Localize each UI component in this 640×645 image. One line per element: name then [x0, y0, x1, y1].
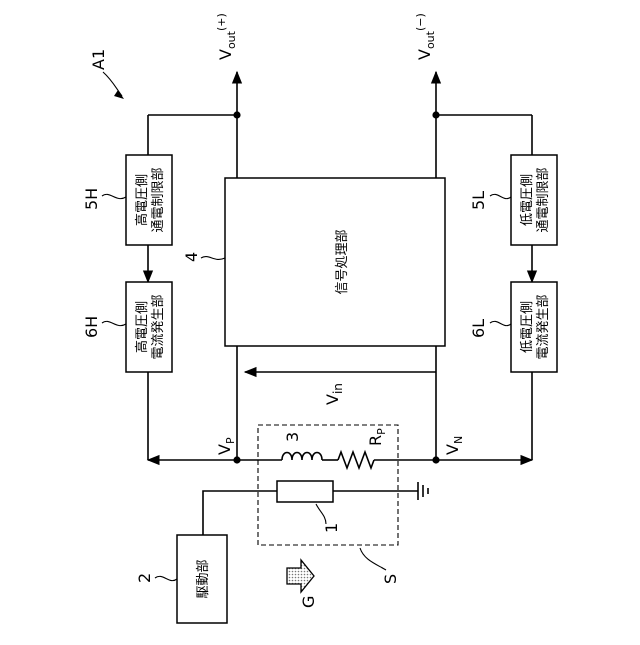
- vn-label: VN: [443, 436, 465, 455]
- low-limit-text-2: 通電制限部: [536, 167, 551, 232]
- vp-label: VP: [215, 437, 237, 455]
- leader-6h: [102, 321, 126, 325]
- s-label: S: [381, 574, 400, 584]
- vout-minus-label: Vout(−): [414, 13, 437, 60]
- leader-5l: [490, 194, 511, 198]
- junction-dot-vp: [233, 456, 240, 463]
- ref-5h-label: 5H: [82, 188, 101, 210]
- driver-text: 駆動部: [196, 559, 211, 598]
- low-current-text-2: 電流発生部: [536, 294, 551, 359]
- signal-processing-text: 信号処理部: [335, 229, 350, 294]
- low-limit-text-1: 低電圧側: [520, 174, 535, 226]
- ref-4-label: 4: [182, 252, 201, 262]
- sensing-element-box: [277, 481, 333, 502]
- high-current-text-2: 電流発生部: [151, 294, 166, 359]
- rp-label: RP: [366, 428, 388, 446]
- low-current-text-1: 低電圧側: [520, 301, 535, 353]
- junction-dot-vout-plus: [233, 111, 240, 118]
- high-current-text-1: 高電圧側: [134, 301, 150, 353]
- a1-label: A1: [89, 49, 108, 70]
- vout-plus-label: Vout(+): [215, 13, 238, 60]
- leader-2: [155, 576, 177, 580]
- junction-dot-vn: [432, 456, 439, 463]
- g-label: G: [299, 596, 318, 608]
- leader-s: [360, 548, 386, 570]
- vin-label: Vin: [323, 383, 345, 405]
- leader-1: [316, 504, 326, 524]
- ref-2-label: 2: [135, 573, 154, 583]
- wire-driver-to-element: [203, 491, 277, 535]
- coil-symbol: [282, 453, 322, 461]
- leader-6l: [490, 321, 511, 325]
- leader-5h: [102, 194, 126, 198]
- ref-5l-label: 5L: [469, 191, 488, 210]
- leader-4: [201, 257, 225, 260]
- ref-6l-label: 6L: [469, 319, 488, 338]
- coil-ref-label: 3: [283, 432, 302, 442]
- junction-dot-vout-minus: [432, 111, 439, 118]
- ground-icon: [418, 482, 428, 500]
- high-limit-text-2: 通電制限部: [151, 167, 166, 232]
- ref-6h-label: 6H: [82, 316, 101, 338]
- high-limit-text-1: 高電圧側: [134, 174, 150, 226]
- element-ref-label: 1: [322, 523, 341, 533]
- resistor-rp-symbol: [338, 452, 374, 468]
- g-arrow-icon: [287, 560, 314, 592]
